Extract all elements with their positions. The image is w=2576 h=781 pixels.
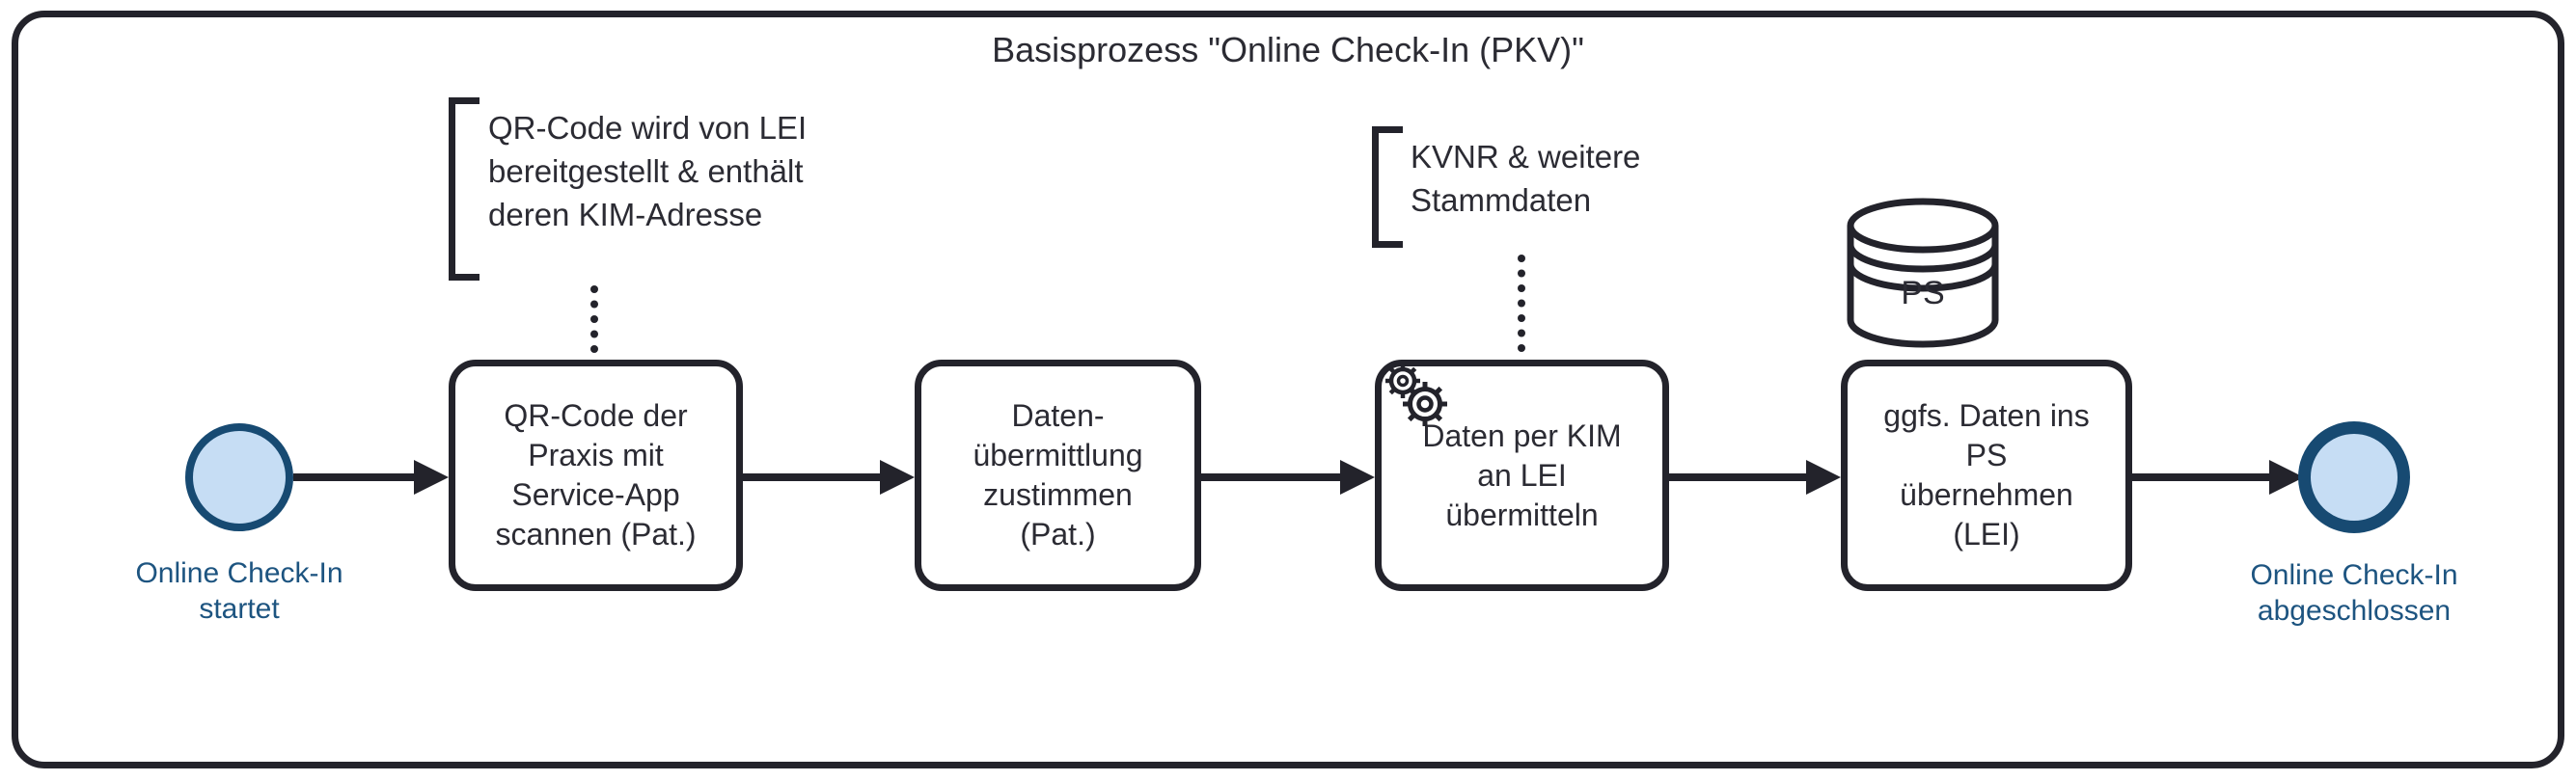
sequence-flow-arrow [743, 460, 915, 495]
process-title: Basisprozess "Online Check-In (PKV)" [992, 30, 1584, 69]
annotation-bracket [449, 97, 480, 281]
sequence-flow-arrow [1669, 460, 1841, 495]
start-event-label: Online Check-In startet [135, 557, 343, 625]
end-event-label: Online Check-In abgeschlossen [2250, 559, 2458, 627]
task-scan-qr: QR-Code der Praxis mit Service-App scann… [449, 360, 743, 591]
task-import-ps: ggfs. Daten ins PS übernehmen (LEI) [1841, 360, 2132, 591]
sequence-flow-arrow [293, 460, 449, 495]
gears-icon [1385, 364, 1447, 426]
association-dotted-line [1518, 255, 1525, 352]
annotation-text-kvnr: KVNR & weitere Stammdaten [1411, 139, 1641, 218]
task-send-kim: Daten per KIM an LEI übermitteln [1375, 360, 1669, 591]
sequence-flow-arrow [2132, 460, 2304, 495]
sequence-flow-arrow [1201, 460, 1375, 495]
end-event-circle [2298, 421, 2410, 533]
association-dotted-line [590, 285, 598, 353]
process-group-frame [12, 11, 2564, 768]
data-store-label: PS [1901, 275, 1945, 311]
annotation-bracket [1372, 126, 1403, 248]
task-consent: Daten- übermittlung zustimmen (Pat.) [915, 360, 1201, 591]
database-cylinder-icon [1847, 198, 1999, 348]
start-event-circle [185, 423, 293, 531]
annotation-text-qr-code: QR-Code wird von LEI bereitgestellt & en… [488, 110, 808, 232]
